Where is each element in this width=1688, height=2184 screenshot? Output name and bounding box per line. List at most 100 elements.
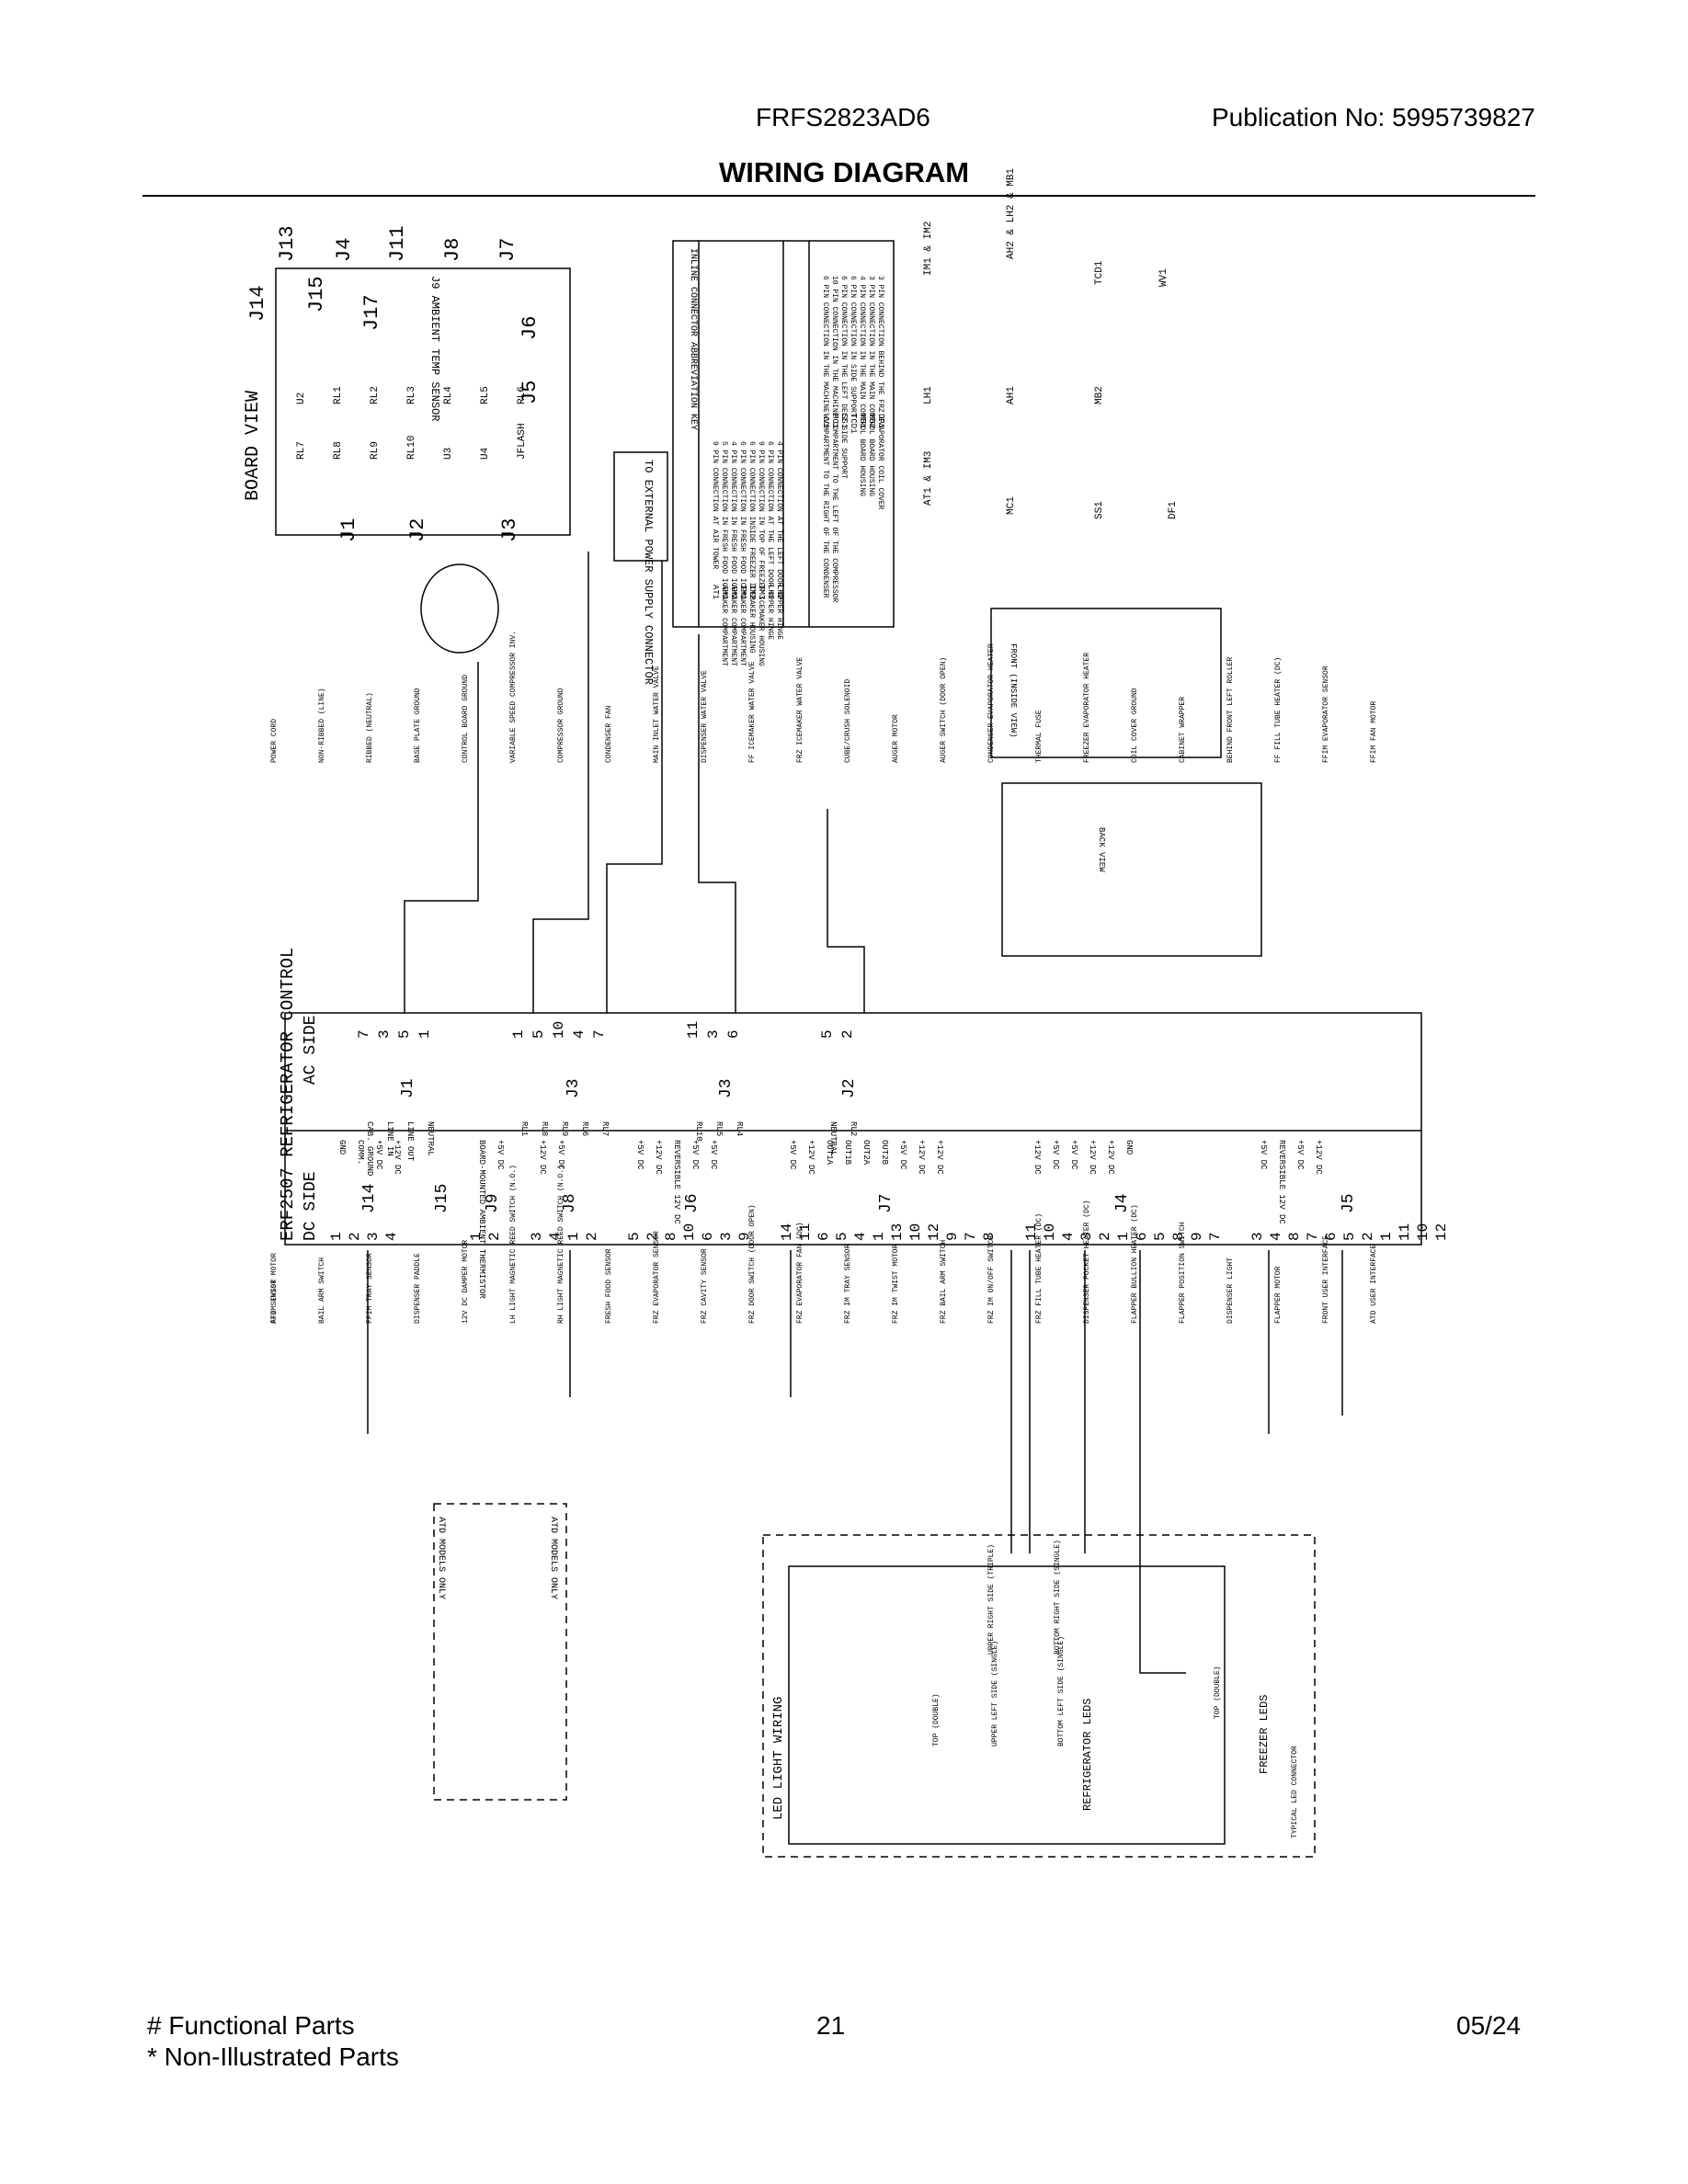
component-label: MAIN INLET WATER VALVE (653, 665, 661, 763)
connector-legend-label: AH2 & LH2 & MB1 (1006, 168, 1017, 259)
ac-pin-label: NEUTRAL (426, 1121, 435, 1156)
dc-pin-number: 2 (486, 1232, 503, 1241)
dc-pin-number: 1 (1115, 1232, 1132, 1241)
front-inside-view-label: FRONT (INSIDE VIEW) (1009, 643, 1018, 738)
dc-pin-number: 5 (626, 1232, 643, 1241)
atd-area (433, 1503, 567, 1801)
board-part-label: RL2 (370, 386, 381, 404)
component-label: 12V DC DAMPER MOTOR (462, 1240, 470, 1324)
dc-pin-label: +12V DC (538, 1140, 547, 1175)
dc-pin-number: 9 (1189, 1232, 1205, 1241)
ac-pin-number: 3 (705, 1029, 722, 1039)
ac-pin-label: LINE IN (385, 1121, 394, 1156)
dc-pin-label: OUT1A (825, 1140, 834, 1166)
dc-pin-number: 12 (1433, 1223, 1450, 1241)
dc-pin-number: 14 (779, 1223, 795, 1241)
connector-legend-label: WV1 (1158, 268, 1169, 287)
board-connector-label: J5 (519, 381, 542, 404)
board-view-label: BOARD VIEW (243, 391, 264, 501)
dc-pin-number: 9 (736, 1232, 753, 1241)
component-label: LH LIGHT MAGNETIC REED SWITCH (N.O.) (509, 1165, 518, 1324)
abbrev-explanation: 6 PIN CONNECTION AT THE LEFT DOOR UPPER … (766, 441, 774, 640)
component-label: FFIM TRAY SENSOR (366, 1253, 374, 1324)
abbrev-explanation: 6 PIN CONNECTION INSIDE FREEZER ICEMAKER… (747, 441, 756, 654)
led-light-label: UPPER RIGHT SIDE (TRIPLE) (987, 1544, 996, 1655)
ac-pin-label: RL1 (519, 1121, 529, 1136)
board-part-label: U2 (296, 392, 307, 404)
dc-pin-label: +5V DC (374, 1140, 383, 1170)
control-board (284, 1012, 1422, 1246)
dc-pin-number: 11 (1397, 1223, 1413, 1241)
dc-pin-number: 4 (383, 1232, 400, 1241)
board-outline (275, 267, 571, 536)
abbrev-explanation: 4 PIN CONNECTION IN FRESH FOOD ICEMAKER … (729, 441, 737, 666)
connector-legend-label: MB2 (1094, 386, 1105, 404)
dc-pin-number: 11 (797, 1223, 814, 1241)
ac-pin-label: LINE OUT (405, 1121, 415, 1162)
dc-pin-number: 3 (365, 1232, 382, 1241)
publication-date: 05/24 (1456, 2011, 1522, 2040)
component-label: FRZ IM TRAY SENSOR (844, 1244, 852, 1324)
dc-pin-number: 10 (681, 1223, 698, 1241)
dc-pin-label: +12V DC (1106, 1140, 1115, 1175)
dc-pin-label: +5V DC (1051, 1140, 1060, 1170)
component-label: CONDENSER EVAPORATOR HEATER (987, 643, 996, 763)
ac-pin-number: 6 (725, 1029, 742, 1039)
dc-pin-label: BOARD-MOUNTED AMBIENT THERMISTOR (477, 1140, 486, 1299)
dc-pin-number: 4 (1060, 1232, 1077, 1241)
board-part-label: JFLASH (517, 423, 528, 460)
component-label: FRONT USER INTERFACE (1322, 1235, 1330, 1324)
dc-pin-label: +5V DC (635, 1140, 644, 1170)
dc-pin-number: 1 (468, 1232, 485, 1241)
abbrev-code: WV1 (821, 414, 830, 428)
dc-pin-label: +5V DC (556, 1140, 565, 1170)
board-part-label: U3 (443, 448, 454, 460)
abbrev-code: AH2 (729, 585, 738, 599)
ac-connector-id: J2 (840, 1078, 859, 1098)
abbrev-explanation: 6 PIN CONNECTION IN FRESH FOOD ICEMAKER … (738, 441, 747, 666)
component-label: DISPENSER PADDLE (414, 1253, 422, 1324)
abbrev-explanation: 5 PIN CONNECTION IN FRESH FOOD ICEMAKER … (720, 441, 728, 666)
connector-legend-label: SS1 (1094, 501, 1105, 519)
ac-pin-label: RL5 (714, 1121, 724, 1136)
board-connector-label: J11 (386, 225, 409, 262)
dc-connector-id: J15 (433, 1184, 451, 1213)
ac-pin-number: 1 (416, 1029, 433, 1039)
abbrev-code: TCD1 (849, 414, 858, 434)
abbrev-code: IM1 (738, 585, 747, 599)
component-label: FRZ CAVITY SENSOR (701, 1248, 709, 1324)
board-connector-label: J17 (360, 294, 383, 331)
dc-pin-number: 5 (1152, 1232, 1169, 1241)
connector-legend-label: AT1 & IM3 (923, 451, 934, 506)
dc-connector-id: J4 (1113, 1193, 1132, 1213)
board-part-label: RL8 (333, 441, 344, 460)
ac-pin-label: NEUTRAL (828, 1121, 838, 1156)
dc-pin-number: 1 (871, 1232, 887, 1241)
ac-pin-label: CAB. GROUND (365, 1121, 374, 1176)
dc-pin-label: OUT2B (880, 1140, 889, 1166)
board-connector-label: J14 (246, 285, 269, 322)
dc-pin-number: 2 (644, 1232, 661, 1241)
component-label: POWER CORD (270, 719, 279, 763)
abbrev-explanation: 4 PIN CONNECTION AT THE LEFT DOOR UPPER … (775, 441, 783, 640)
dc-pin-number: 8 (1286, 1232, 1303, 1241)
dc-pin-number: 10 (1042, 1223, 1058, 1241)
dc-pin-label: COMM. (356, 1140, 365, 1165)
dc-pin-number: 10 (907, 1223, 924, 1241)
dc-pin-number: 11 (1023, 1223, 1040, 1241)
dc-connector-id: J5 (1340, 1193, 1358, 1213)
ac-pin-number: 3 (376, 1029, 393, 1039)
dc-pin-number: 6 (815, 1232, 832, 1241)
dc-pin-number: 3 (1249, 1232, 1266, 1241)
board-part-label: RL3 (406, 386, 417, 404)
ac-connector-id: J3 (717, 1078, 736, 1098)
ac-connector-id: J1 (399, 1078, 417, 1098)
dc-pin-number: 8 (981, 1232, 998, 1241)
led-light-label: TOP (DOUBLE) (1214, 1666, 1222, 1719)
board-connector-label: J2 (406, 518, 429, 542)
abbrev-code: IM3 (757, 585, 766, 599)
abbrev-code: AT1 (711, 585, 720, 599)
led-light-label: TOP (DOUBLE) (932, 1693, 941, 1746)
board-connector-label: J13 (276, 225, 299, 262)
dc-pin-number: 3 (718, 1232, 735, 1241)
